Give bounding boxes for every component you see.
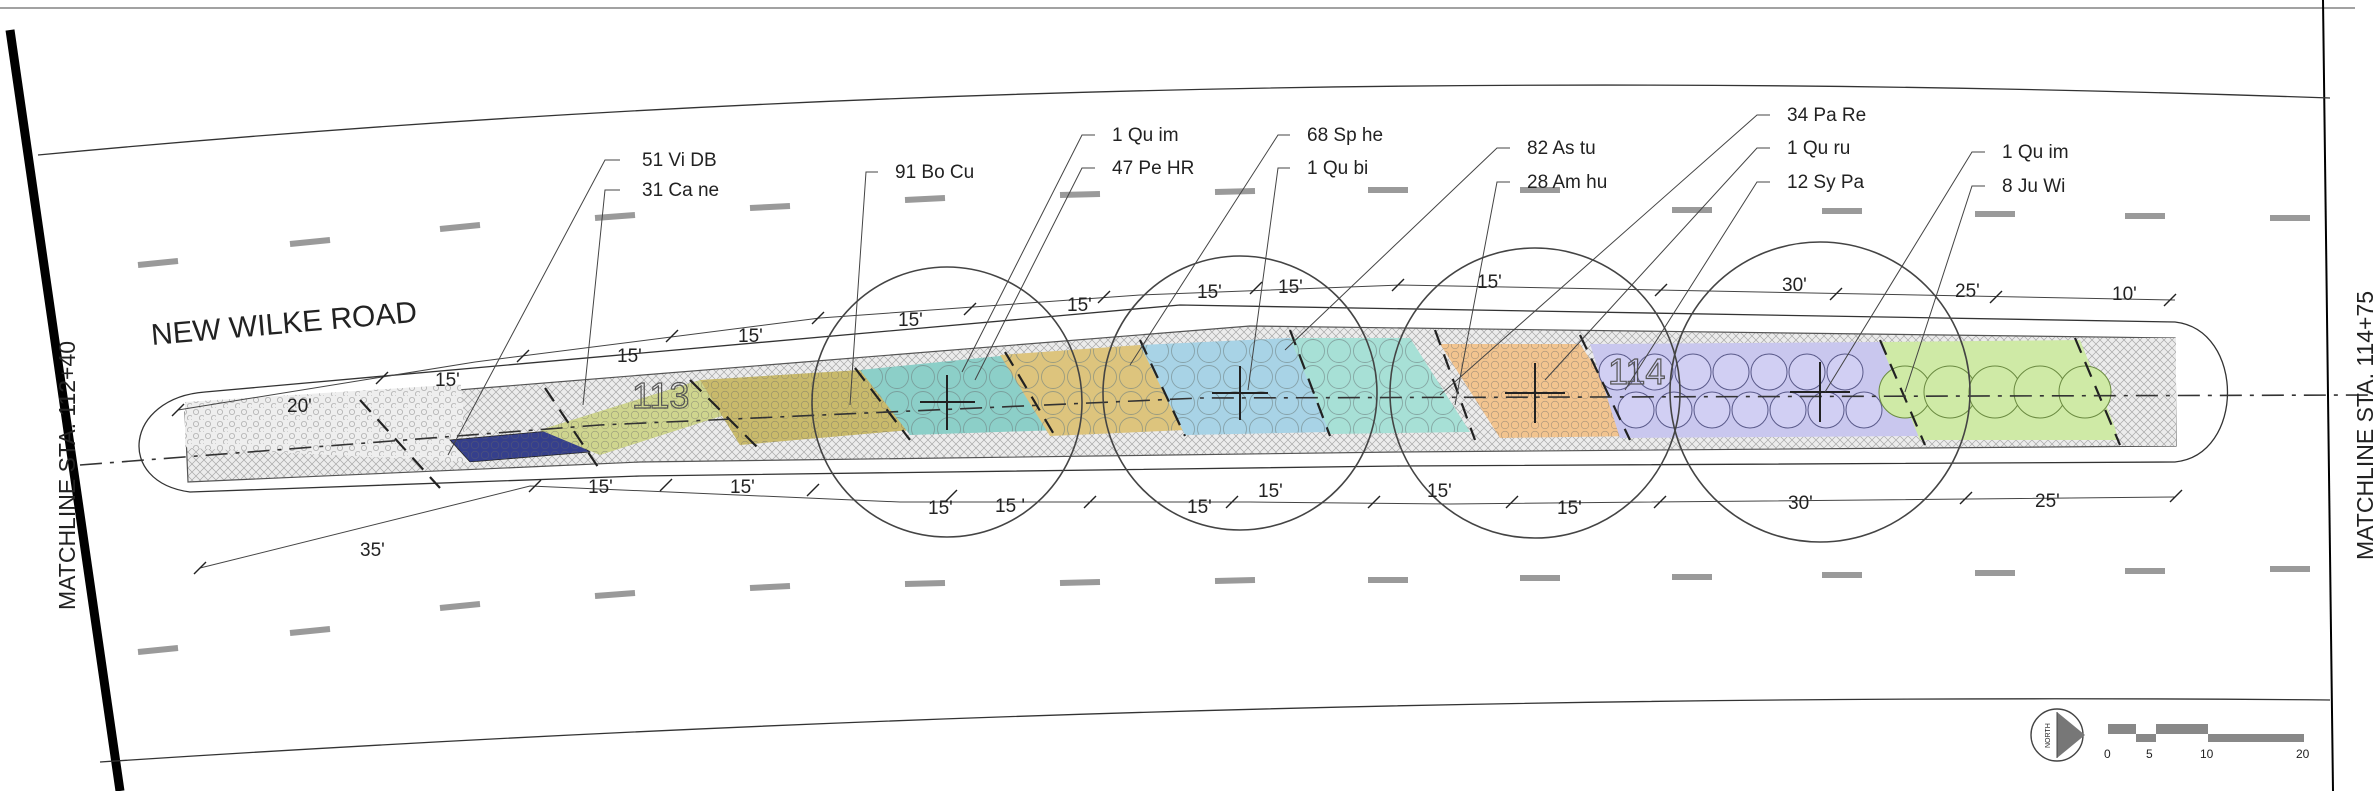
dim-bot-3: 15' [730, 477, 755, 498]
road-edge-top [37, 84, 2331, 156]
bottom-dimension-labels: 35' 15' 15' 15' 15 ' 15' 15' 15' 15' 30'… [360, 477, 2060, 561]
plant-label-ca-ne: 31 Ca ne [642, 180, 719, 201]
lane-markings-upper [137, 187, 2310, 268]
road-name: NEW WILKE ROAD [150, 296, 419, 352]
dim-top-9: 15' [1477, 272, 1502, 293]
bottom-dimension-line [193, 478, 2183, 575]
plant-label-bo-cu: 91 Bo Cu [895, 162, 974, 183]
plant-label-qu-bi: 1 Qu bi [1307, 158, 1368, 179]
left-border-line [5, 29, 125, 791]
north-arrow-icon: NORTH [2030, 708, 2085, 762]
road-edge-bottom [99, 698, 2331, 763]
dim-top-3: 15' [617, 346, 642, 367]
dim-top-7: 15' [1197, 282, 1222, 303]
dim-top-12: 10' [2112, 284, 2137, 305]
plant-label-pe-hr: 47 Pe HR [1112, 158, 1194, 179]
dim-bot-9: 15' [1557, 498, 1582, 519]
station-marker-113: 113 [632, 375, 689, 416]
centerline [79, 394, 2373, 466]
plant-label-sp-he: 68 Sp he [1307, 125, 1383, 146]
plant-label-as-tu: 82 As tu [1527, 138, 1596, 159]
dim-top-2: 15' [435, 370, 460, 391]
median-outline [138, 304, 2228, 493]
dim-top-8: 15' [1278, 277, 1303, 298]
dim-bot-10: 30' [1788, 493, 1813, 514]
matchline-right: MATCHLINE STA. 114+75 [2352, 291, 2373, 560]
dim-top-11: 25' [1955, 281, 1980, 302]
dim-bot-5: 15 ' [995, 496, 1025, 517]
top-dimension-line [171, 278, 2177, 417]
tree-trunk-marks [920, 362, 1850, 430]
plant-label-qu-im-1: 1 Qu im [1112, 125, 1179, 146]
dim-top-4: 15' [738, 326, 763, 347]
right-border-line [2322, 0, 2334, 791]
scale-label-10: 10 [2200, 747, 2214, 761]
dim-bot-7: 15' [1258, 481, 1283, 502]
dim-bot-6: 15' [1187, 497, 1212, 518]
plant-label-pa-re: 34 Pa Re [1787, 105, 1866, 126]
leader-lines [447, 114, 1985, 456]
dim-top-1: 20' [287, 396, 312, 417]
plant-label-qu-im-2: 1 Qu im [2002, 142, 2069, 163]
dim-bot-11: 25' [2035, 491, 2060, 512]
scale-bar: 0 5 10 20 [2104, 724, 2310, 761]
scale-label-20: 20 [2296, 747, 2310, 761]
bed-dividers [359, 329, 2122, 489]
dim-top-6: 15' [1067, 295, 1092, 316]
plant-label-am-hu: 28 Am hu [1527, 172, 1607, 193]
scale-label-5: 5 [2146, 747, 2153, 761]
dim-bot-8: 15' [1427, 481, 1452, 502]
dim-bot-4: 15' [928, 498, 953, 519]
dim-bot-1: 35' [360, 540, 385, 561]
plant-label-vi-db: 51 Vi DB [642, 150, 717, 171]
plant-label-sy-pa: 12 Sy Pa [1787, 172, 1865, 193]
plant-labels: 51 Vi DB 31 Ca ne 91 Bo Cu 1 Qu im 47 Pe… [642, 105, 2069, 201]
dim-top-10: 30' [1782, 275, 1807, 296]
lavender-shrubs [1598, 353, 1883, 429]
north-label: NORTH [2045, 723, 2052, 748]
dim-bot-2: 15' [588, 477, 613, 498]
top-dimension-labels: 20' 15' 15' 15' 15' 15' 15' 15' 15' 30' … [287, 272, 2137, 417]
green-shrubs [1878, 365, 2112, 419]
matchline-left: MATCHLINE STA. 112+40 [54, 341, 80, 610]
dim-top-5: 15' [898, 310, 923, 331]
scale-label-0: 0 [2104, 747, 2111, 761]
plant-label-qu-ru: 1 Qu ru [1787, 138, 1850, 159]
plant-label-ju-wi: 8 Ju Wi [2002, 176, 2065, 197]
lane-markings-lower [137, 566, 2310, 655]
tree-canopies [811, 241, 1971, 543]
